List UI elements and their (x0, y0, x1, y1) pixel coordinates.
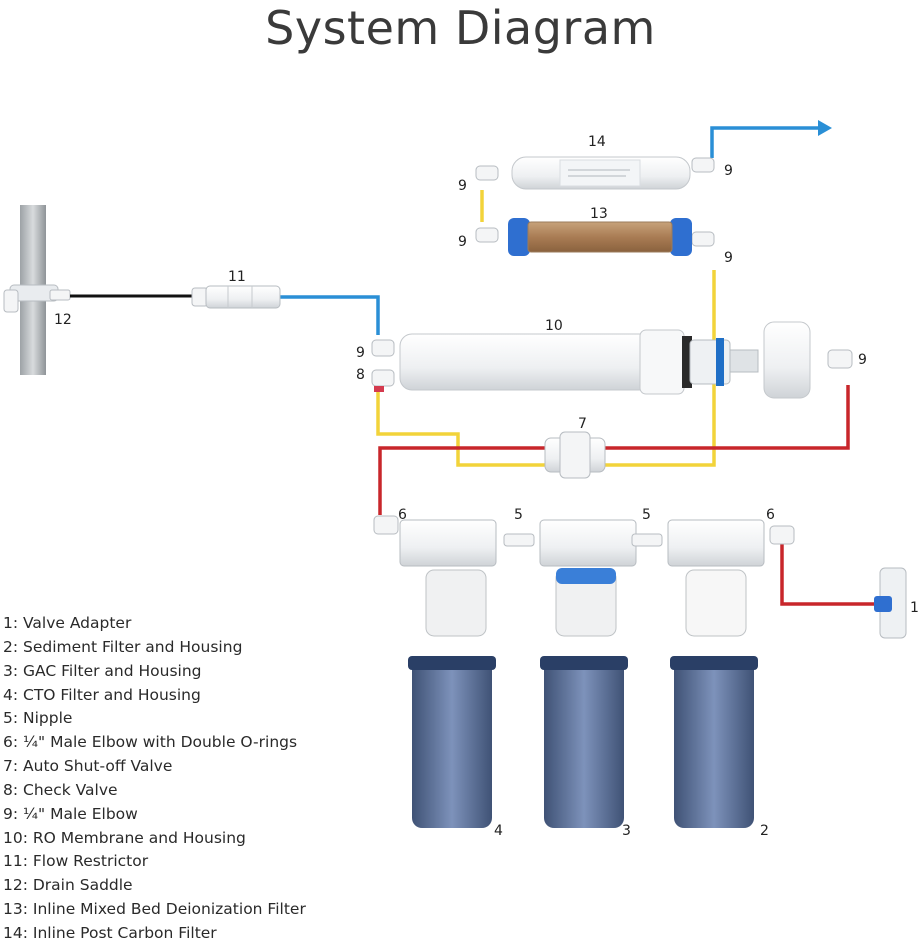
callout-9d: 9 (724, 163, 733, 179)
callout-6b: 6 (766, 507, 775, 523)
callout-4: 4 (494, 823, 503, 839)
inline-deionization-filter (508, 218, 692, 256)
legend-item: 10: RO Membrane and Housing (3, 828, 246, 847)
callout-12: 12 (54, 312, 72, 328)
inline-post-carbon-filter (511, 156, 691, 190)
callout-7: 7 (578, 416, 587, 432)
legend-item: 3: GAC Filter and Housing (3, 661, 202, 680)
legend-item: 1: Valve Adapter (3, 614, 132, 632)
parts-legend: 1: Valve Adapter 2: Sediment Filter and … (3, 612, 306, 946)
callout-5a: 5 (514, 507, 523, 523)
sediment-filter-housing (667, 519, 765, 828)
legend-item: 11: Flow Restrictor (3, 852, 149, 871)
legend-item: 2: Sediment Filter and Housing (3, 637, 243, 656)
yellow-tube-segment (376, 190, 716, 467)
legend-item: 4: CTO Filter and Housing (3, 685, 201, 704)
callout-2: 2 (760, 823, 769, 839)
ro-membrane-housing (399, 321, 811, 399)
callout-11: 11 (228, 269, 246, 285)
callout-10: 10 (545, 318, 563, 334)
legend-item: 14: Inline Post Carbon Filter (3, 923, 217, 942)
callout-14: 14 (588, 134, 606, 150)
nipple-fitting (503, 533, 663, 547)
callout-9f: 9 (858, 352, 867, 368)
callout-8: 8 (356, 367, 365, 383)
legend-item: 7: Auto Shut-off Valve (3, 757, 173, 776)
legend-item: 9: ¼" Male Elbow (3, 804, 138, 823)
blue-tube-segment (280, 120, 832, 335)
callout-5b: 5 (642, 507, 651, 523)
callout-9e: 9 (724, 250, 733, 266)
cto-filter-housing (399, 519, 497, 828)
elbow-double-oring-fitting (373, 515, 795, 545)
drain-saddle (3, 284, 71, 313)
gac-filter-housing (539, 519, 637, 828)
check-valve (371, 369, 395, 392)
legend-item: 8: Check Valve (3, 780, 118, 799)
valve-adapter (874, 567, 907, 639)
legend-item: 12: Drain Saddle (3, 876, 133, 895)
diagram-title: System Diagram (265, 1, 656, 55)
callout-1: 1 (910, 600, 919, 616)
legend-item: 5: Nipple (3, 709, 73, 728)
callout-9c: 9 (458, 234, 467, 250)
legend-item: 13: Inline Mixed Bed Deionization Filter (3, 900, 306, 919)
callout-6a: 6 (398, 507, 407, 523)
callout-9a: 9 (356, 345, 365, 361)
callout-9b: 9 (458, 178, 467, 194)
callout-13: 13 (590, 206, 608, 222)
flow-restrictor (191, 285, 281, 309)
auto-shutoff-valve (544, 431, 606, 479)
legend-item: 6: ¼" Male Elbow with Double O-rings (3, 733, 298, 752)
red-tube-segment (378, 385, 880, 606)
callout-3: 3 (622, 823, 631, 839)
elbow-fitting (371, 157, 853, 369)
